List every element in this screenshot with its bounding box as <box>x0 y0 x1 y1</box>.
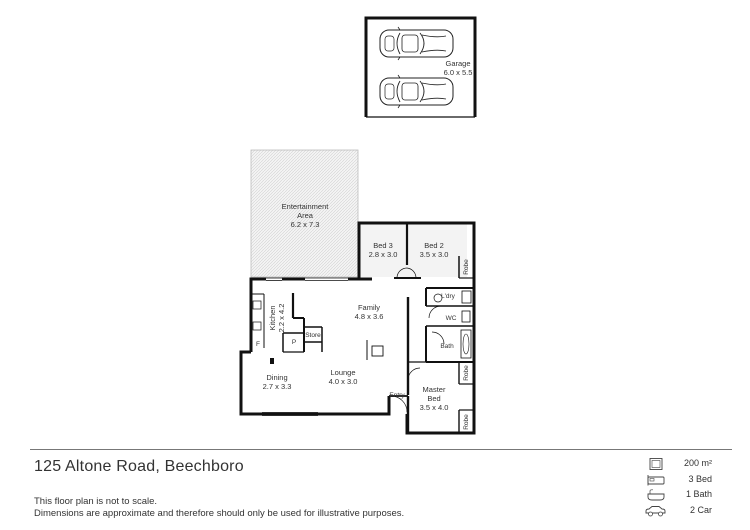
lounge-size: 4.0 x 3.0 <box>329 377 358 386</box>
bed-2-floor <box>407 223 467 277</box>
stat-area: 200 m² <box>642 457 722 473</box>
master-bed-size: 3.5 x 4.0 <box>420 403 449 412</box>
lounge-label: Lounge <box>330 368 355 377</box>
entertainment-size: 6.2 x 7.3 <box>291 220 320 229</box>
kitchen-size: 2.2 x 4.2 <box>277 304 286 333</box>
bed-2-size: 3.5 x 3.0 <box>420 250 449 259</box>
dining-label: Dining <box>266 373 287 382</box>
car-icon <box>379 26 454 61</box>
interior-walls <box>251 287 476 433</box>
disclaimer-line-2: Dimensions are approximate and therefore… <box>34 508 405 519</box>
robe-label-bed-2: Robe <box>463 259 470 275</box>
bed-3-size: 2.8 x 3.0 <box>369 250 398 259</box>
dining-size: 2.7 x 3.3 <box>263 382 292 391</box>
disclaimer-line-1: This floor plan is not to scale. <box>34 496 158 507</box>
entry-label: Entry <box>389 392 405 399</box>
bed-2-label: Bed 2 <box>424 241 444 250</box>
car-icon <box>645 505 666 516</box>
property-stats: 200 m² 3 Bed 1 Bath 2 Car <box>642 457 722 519</box>
stat-area-value: 200 m² <box>683 458 712 468</box>
disclaimer: This floor plan is not to scale. Dimensi… <box>34 496 404 520</box>
entertainment-label-2: Area <box>297 211 314 220</box>
property-address: 125 Altone Road, Beechboro <box>34 458 244 475</box>
family-size: 4.8 x 3.6 <box>355 312 384 321</box>
stat-baths-value: 1 Bath <box>685 489 712 499</box>
bed-3-label: Bed 3 <box>373 241 393 250</box>
footer-divider <box>30 449 732 450</box>
bed-icon <box>647 474 665 485</box>
floor-plan: Garage 6.0 x 5.5 Entertainment Area 6.2 … <box>239 16 477 435</box>
stat-baths: 1 Bath <box>642 488 722 504</box>
laundry-label: L'dry <box>441 293 456 300</box>
bed-3-floor <box>358 223 407 277</box>
robe-label-master-2: Robe <box>463 414 470 430</box>
fridge-label: F <box>256 341 260 348</box>
upper-bedroom-walls <box>357 221 476 288</box>
stat-cars: 2 Car <box>642 504 722 520</box>
floor-area-icon <box>649 458 663 470</box>
entertainment-label-1: Entertainment <box>282 202 330 211</box>
stat-beds-value: 3 Bed <box>688 473 712 484</box>
wc-label: WC <box>446 315 457 322</box>
robe-label-master-1: Robe <box>463 365 470 381</box>
family-label: Family <box>358 303 380 312</box>
kitchen-label: Kitchen <box>268 305 277 330</box>
garage <box>364 16 477 118</box>
entertainment-area <box>250 149 359 278</box>
master-bed-label-2: Bed <box>427 394 440 403</box>
stat-cars-value: 2 Car <box>689 504 712 515</box>
store-label: Store <box>305 332 321 339</box>
sliding-doors <box>266 277 348 281</box>
garage-label: Garage <box>445 59 470 68</box>
stat-beds: 3 Bed <box>642 473 722 489</box>
bath-icon <box>647 489 665 501</box>
garage-size: 6.0 x 5.5 <box>444 68 473 77</box>
dining-window <box>262 412 318 416</box>
car-icon <box>379 74 454 109</box>
bath-label: Bath <box>440 343 454 350</box>
pantry-label: P <box>292 339 296 346</box>
master-bed-label-1: Master <box>423 385 446 394</box>
